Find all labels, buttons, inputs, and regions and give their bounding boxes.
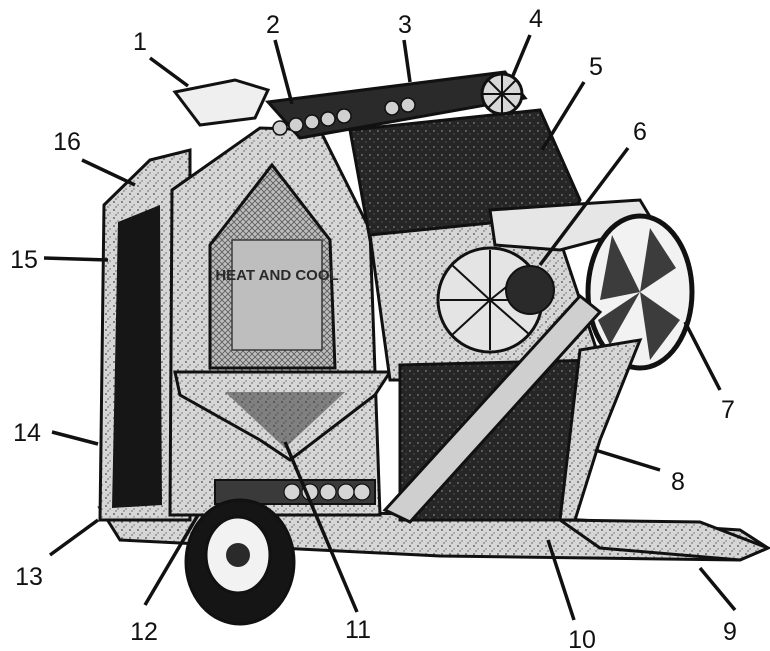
callout-16: 16	[53, 128, 81, 156]
leader-8	[594, 448, 661, 472]
conveyor-rollers	[272, 97, 416, 136]
callout-12: 12	[130, 618, 158, 646]
callout-15: 15	[10, 246, 38, 274]
leader-11	[283, 441, 359, 613]
leader-1	[148, 56, 190, 88]
callout-13: 13	[15, 563, 43, 591]
tow-hitch	[555, 518, 770, 562]
leader-4	[510, 34, 532, 79]
callout-leaders	[43, 34, 737, 621]
hopper-shade	[225, 392, 345, 448]
callout-3: 3	[398, 11, 412, 39]
fan-blades	[598, 228, 680, 360]
leader-5	[540, 81, 586, 151]
leader-2	[273, 39, 294, 105]
callout-5: 5	[589, 53, 603, 81]
callout-6: 6	[633, 118, 647, 146]
callout-7: 7	[721, 396, 735, 424]
leader-7	[683, 321, 722, 391]
callout-10: 10	[568, 626, 596, 651]
callout-1: 1	[133, 28, 147, 56]
callout-4: 4	[529, 5, 543, 33]
rear-leg	[558, 338, 643, 522]
leader-14	[51, 430, 99, 446]
callout-labels: 1 2 3 4 5 6 7 8 9 10 11 12 13 14 15 16	[10, 5, 737, 651]
callout-2: 2	[266, 11, 280, 39]
leader-12	[143, 514, 200, 606]
leader-6	[538, 146, 630, 267]
callout-9: 9	[723, 618, 737, 646]
leader-10	[546, 539, 576, 621]
callout-11: 11	[345, 616, 371, 644]
casing-dark-opening	[112, 205, 162, 508]
leader-13	[48, 518, 100, 557]
machine-illustration: HEAT AND COOL	[97, 70, 770, 626]
leader-9	[698, 566, 737, 612]
callout-14: 14	[13, 419, 41, 447]
leader-3	[402, 39, 412, 83]
heat-cool-panel-text: HEAT AND COOL	[215, 267, 338, 284]
diagonal-strut	[382, 293, 603, 524]
leader-16	[81, 158, 136, 187]
burner-hub	[505, 265, 555, 315]
leader-15	[43, 256, 109, 262]
callout-8: 8	[671, 468, 685, 496]
heat-cool-panel	[231, 239, 323, 351]
feed-hopper	[172, 78, 271, 127]
